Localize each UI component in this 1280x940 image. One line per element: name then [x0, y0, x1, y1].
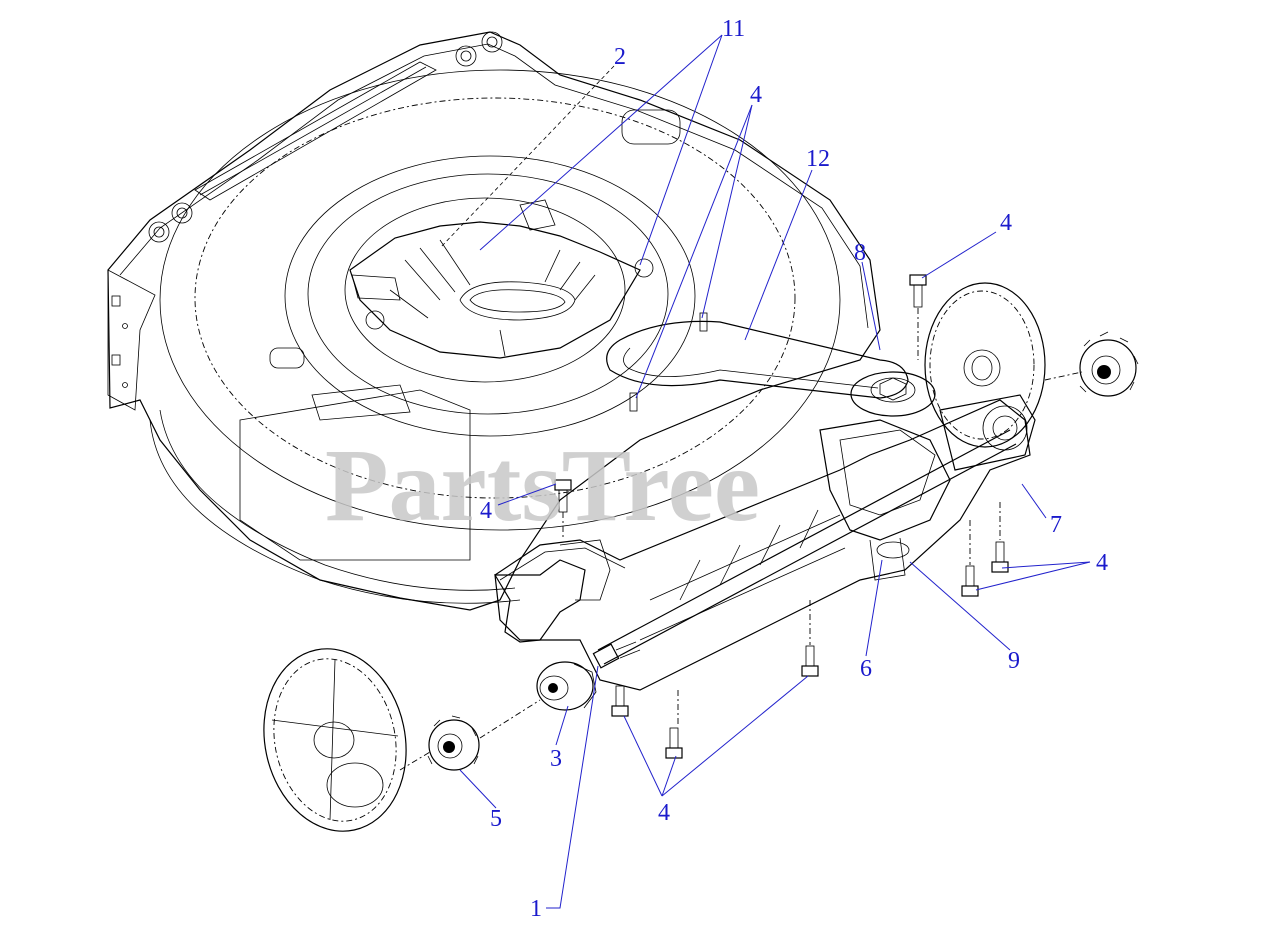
left-drive-gear — [427, 715, 480, 771]
bolt — [665, 727, 683, 759]
mower-deck — [107, 31, 881, 611]
callout-7: 7 — [1050, 512, 1062, 538]
bolt — [991, 541, 1009, 573]
bolt — [961, 565, 979, 597]
transmission-assembly — [493, 371, 1036, 691]
right-wheel — [924, 282, 1046, 448]
callout-4: 4 — [1000, 210, 1012, 236]
bolt — [611, 685, 629, 717]
right-drive-gear — [1079, 331, 1139, 397]
callout-6: 6 — [860, 656, 872, 682]
bolt — [909, 274, 927, 308]
bolts — [399, 274, 1083, 771]
left-wheel — [263, 648, 407, 832]
callout-4: 4 — [750, 82, 762, 108]
callout-4: 4 — [1096, 550, 1108, 576]
callout-2: 2 — [614, 44, 626, 70]
callout-8: 8 — [854, 240, 866, 266]
pinion-gear — [536, 661, 597, 711]
callout-4: 4 — [658, 800, 670, 826]
callouts: 11 2 4 12 4 8 4 7 4 9 6 3 5 4 1 — [480, 16, 1108, 922]
callout-1: 1 — [530, 896, 542, 922]
callout-11: 11 — [722, 16, 745, 42]
drive-belt — [606, 320, 909, 399]
callout-12: 12 — [806, 146, 830, 172]
watermark-text: PartsTree — [325, 428, 760, 543]
callout-4: 4 — [480, 498, 492, 524]
bolt — [801, 645, 819, 677]
leader-lines — [439, 34, 1091, 909]
callout-5: 5 — [490, 806, 502, 832]
bolt — [629, 392, 638, 412]
callout-9: 9 — [1008, 648, 1020, 674]
callout-3: 3 — [550, 746, 562, 772]
